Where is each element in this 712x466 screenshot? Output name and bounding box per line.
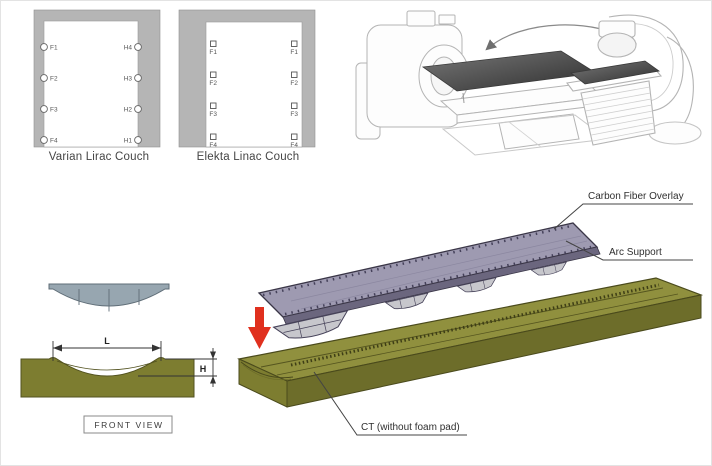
linac-carbon-tabletop [570,60,661,85]
carbon-fiber-overlay [257,222,601,325]
elekta-right-ports: F1 F2 F3 F4 [290,40,298,149]
channel-front-rim [276,293,679,376]
front-view-label: FRONT VIEW [94,420,163,430]
couch-cross-section [20,357,195,398]
channel-back-rim [260,287,664,368]
svg-text:F2: F2 [290,80,298,87]
front-view-label-box: FRONT VIEW [83,415,173,434]
varian-couch-frame: F1 F2 F3 F4 H4 H3 H2 H1 [33,9,161,148]
overlay-edge-ticks-front [284,245,592,316]
svg-text:F2: F2 [209,80,217,87]
svg-text:F3: F3 [290,111,298,118]
annotation-carbon-fiber-overlay: Carbon Fiber Overlay [553,191,693,230]
linac-accordion-pleats [582,86,655,142]
linac-c-arm-outer [608,14,684,112]
svg-text:F2: F2 [50,76,58,83]
elekta-left-ports: F1 F2 F3 F4 [209,40,217,149]
ct-couch-base [237,277,704,408]
couch-frame-diagrams: F1 F2 F3 F4 H4 H3 H2 H1 [33,9,316,149]
varian-left-ports: F1 F2 F3 F4 [40,43,58,145]
linac-treatment-head [597,32,637,58]
dim-H-label: H [200,364,207,374]
ct-top-box [438,14,456,25]
overlay-front-profile [48,283,170,312]
svg-text:F1: F1 [50,45,58,52]
svg-text:Carbon Fiber Overlay: Carbon Fiber Overlay [588,191,684,202]
svg-text:F4: F4 [209,142,217,149]
varian-frame-interior [43,20,139,148]
arc-supports [272,261,568,339]
svg-text:Arc Support: Arc Support [609,247,662,258]
svg-text:F4: F4 [50,138,58,145]
front-view-diagram: L H FRONT VIEW [20,283,217,434]
dim-L-label: L [104,336,110,346]
overlay-edge-ticks-back [262,224,572,297]
channel-serration-texture [290,283,660,367]
machine-transfer-illustration [355,10,702,156]
annotation-ct-without-foam-pad: CT (without foam pad) [313,371,467,436]
ct-top-console [406,10,436,27]
varian-right-ports: H4 H3 H2 H1 [124,43,142,145]
svg-text:H2: H2 [124,107,133,114]
svg-text:F4: F4 [290,142,298,149]
ct-couch-pedestal [498,113,580,150]
svg-text:H4: H4 [124,45,133,52]
elekta-frame-interior [205,21,303,148]
ct-scanner-illustration [355,10,609,156]
linac-floor-base [648,121,702,145]
annotation-arc-support: Arc Support [565,240,693,261]
overlay-thickness-edge [282,246,601,325]
svg-text:CT (without foam pad): CT (without foam pad) [361,422,460,433]
svg-text:H1: H1 [124,138,133,145]
elekta-couch-caption: Elekta Linac Couch [196,151,300,163]
svg-text:F1: F1 [290,49,298,56]
linac-c-arm-inner [616,23,674,102]
dimension-L: L [52,336,162,361]
dimension-H: H [138,348,217,387]
svg-text:F1: F1 [209,49,217,56]
elekta-couch-frame: F1 F2 F3 F4 F1 F2 F3 F4 [178,9,316,149]
varian-couch-caption: Varian Lirac Couch [48,151,150,163]
channel-dip-curve [240,361,294,379]
svg-text:F3: F3 [50,107,58,114]
linac-illustration [566,14,702,146]
svg-text:F3: F3 [209,111,217,118]
linac-accordion-base [580,80,656,146]
placement-arrow-icon [248,307,271,349]
svg-text:H3: H3 [124,76,133,83]
exploded-view-diagram: Carbon Fiber Overlay Arc Support CT (wit… [237,191,704,436]
